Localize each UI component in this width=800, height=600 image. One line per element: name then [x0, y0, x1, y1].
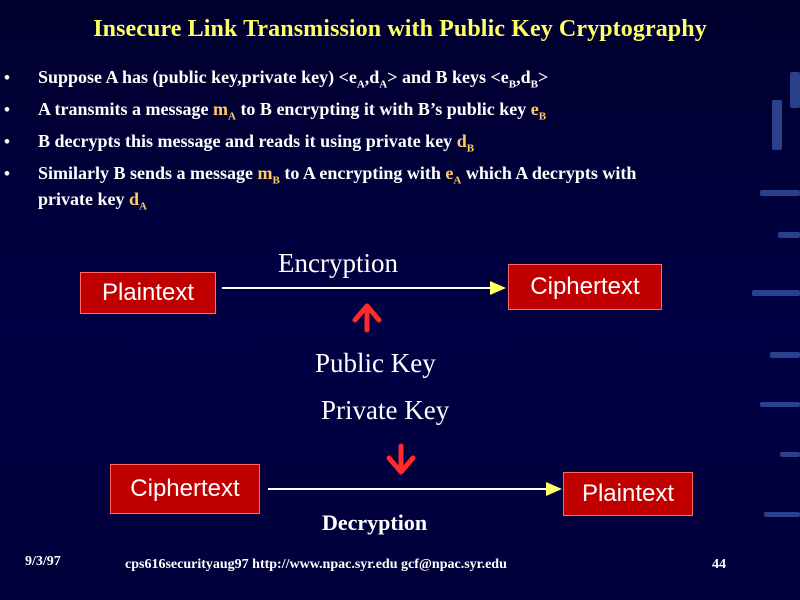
plaintext-box-top: Plaintext — [80, 272, 216, 314]
decryption-arrowhead — [546, 482, 562, 496]
private-key-down-arrow — [386, 443, 416, 475]
encryption-arrowhead — [490, 281, 506, 295]
plaintext-box-bottom: Plaintext — [563, 472, 693, 516]
ciphertext-box-bottom: Ciphertext — [110, 464, 260, 514]
public-key-up-arrow — [352, 303, 382, 333]
bullet-glyph: • — [4, 132, 10, 151]
bullet-item-3: B decrypts this message and reads it usi… — [38, 131, 475, 155]
bullet-glyph: • — [4, 68, 10, 87]
decorative-stripes — [720, 0, 800, 600]
ciphertext-box-top: Ciphertext — [508, 264, 662, 310]
footer-course-url: cps616securityaug97 http://www.npac.syr.… — [125, 557, 507, 572]
private-key-label: Private Key — [321, 395, 450, 425]
encryption-label: Encryption — [278, 248, 398, 278]
bullet-item-2: A transmits a message mA to B encrypting… — [38, 99, 547, 123]
bullet-item-1: Suppose A has (public key,private key) <… — [38, 67, 549, 91]
slide-title: Insecure Link Transmission with Public K… — [93, 16, 707, 42]
bullet-glyph: • — [4, 100, 10, 119]
bullet-item-4: Similarly B sends a message mB to A encr… — [38, 163, 637, 213]
public-key-label: Public Key — [315, 348, 436, 378]
decryption-label: Decryption — [322, 510, 428, 535]
footer-page-number: 44 — [712, 557, 726, 572]
footer-date: 9/3/97 — [25, 554, 61, 569]
bullet-glyph: • — [4, 164, 10, 183]
